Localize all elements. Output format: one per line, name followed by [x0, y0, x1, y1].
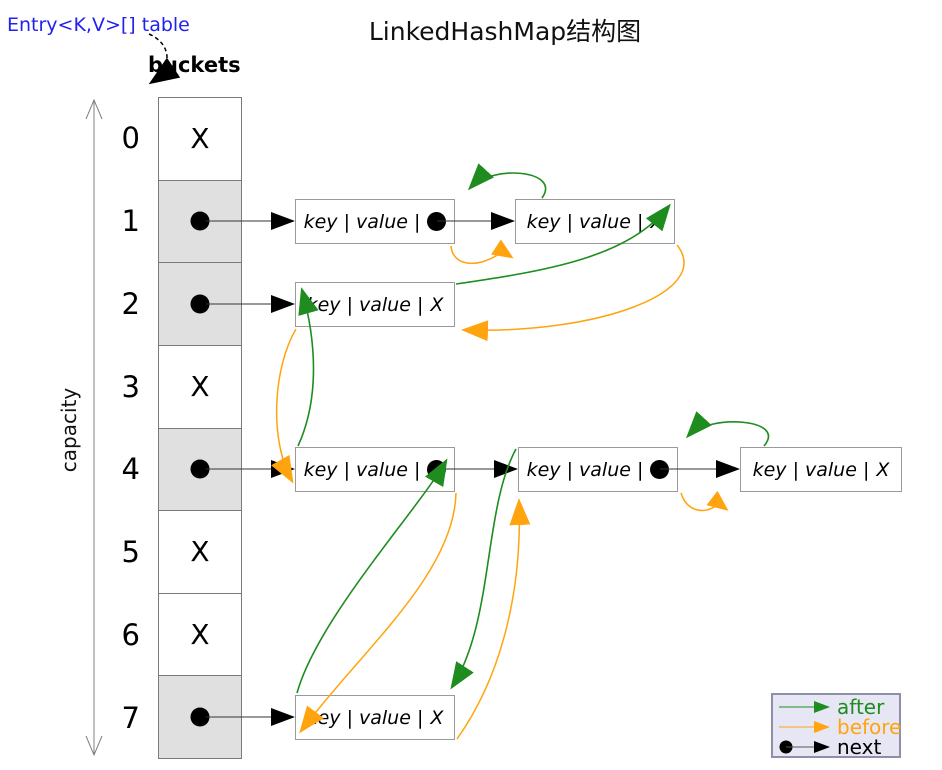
bucket-index-0: 0 — [121, 121, 140, 155]
bucket-cell-1 — [159, 180, 241, 264]
null-marker: X — [190, 370, 210, 404]
entry-node-e4c: key | value | X — [740, 447, 902, 492]
next-pointer-dot — [427, 460, 447, 479]
entry-node-e1a: key | value | — [295, 199, 455, 244]
entry-node-e4b: key | value | — [518, 447, 678, 492]
entry-label: key | value | — [526, 210, 644, 233]
before-link-e4b-to-e4c — [680, 492, 717, 512]
legend-row-after: after — [777, 697, 895, 717]
entry-label: key | value | — [752, 458, 870, 481]
bucket-index-1: 1 — [121, 204, 140, 238]
null-marker: X — [430, 293, 444, 316]
bucket-index-2: 2 — [121, 287, 140, 321]
after-link-e7-to-e4a — [296, 458, 448, 694]
diagram-title: LinkedHashMap结构图 — [368, 17, 642, 46]
legend-label-before: before — [837, 715, 902, 739]
after-link-e4b-to-e7 — [450, 448, 517, 690]
bucket-cell-4 — [159, 428, 241, 512]
null-marker: X — [190, 122, 210, 156]
entry-node-e7: key | value | X — [295, 695, 455, 740]
entry-label: key | value | — [526, 458, 644, 481]
bucket-cell-5: X — [159, 511, 241, 594]
entry-node-e1b: key | value | X — [515, 199, 675, 244]
null-marker: X — [190, 618, 210, 652]
entry-label: key | value | — [303, 458, 421, 481]
legend-label-next: next — [837, 735, 882, 759]
null-marker: X — [430, 706, 444, 729]
after-arrow-icon — [779, 701, 830, 713]
before-link-e1b-to-e2 — [461, 244, 685, 342]
legend: after before next — [771, 693, 901, 758]
buckets-label: buckets — [148, 53, 241, 77]
after-link-e4c-to-e4b — [685, 411, 770, 447]
capacity-arrowhead-bottom — [85, 735, 103, 757]
entry-label: key | value | — [303, 210, 421, 233]
entry-node-e4a: key | value | — [295, 447, 455, 492]
null-marker: X — [876, 458, 890, 481]
before-link-e2-to-e4a — [271, 328, 297, 484]
before-arrowhead-e4c — [706, 490, 729, 511]
bucket-cell-0: X — [159, 98, 241, 181]
capacity-arrowhead-top — [85, 98, 103, 120]
null-marker: X — [190, 535, 210, 569]
legend-row-next: next — [777, 737, 895, 757]
bucket-cell-6: X — [159, 593, 241, 677]
after-link-e1b-to-e1a — [467, 163, 547, 199]
next-pointer-dot — [650, 460, 670, 479]
bucket-array: X X X X — [158, 97, 242, 759]
entry-label: key | value | — [306, 293, 424, 316]
bucket-index-3: 3 — [121, 370, 140, 404]
null-marker: X — [650, 210, 664, 233]
entry-label: key | value | — [306, 706, 424, 729]
next-pointer-dot — [427, 212, 447, 231]
bucket-index-7: 7 — [121, 701, 140, 735]
entry-node-e2: key | value | X — [295, 282, 455, 327]
bucket-index-6: 6 — [121, 618, 140, 652]
bucket-cell-2 — [159, 263, 241, 346]
entry-table-label: Entry<K,V>[] table — [7, 14, 190, 36]
capacity-axis-label: capacity — [57, 387, 81, 473]
bucket-index-5: 5 — [121, 535, 140, 569]
next-arrow-icon — [779, 740, 830, 754]
before-arrow-icon — [779, 721, 830, 733]
legend-label-after: after — [837, 695, 885, 719]
before-link-e7-to-e4b — [456, 498, 531, 740]
bucket-cell-7 — [159, 676, 241, 758]
bucket-cell-3: X — [159, 345, 241, 429]
before-link-e1a-to-e1b — [450, 245, 500, 265]
bucket-index-4: 4 — [121, 452, 140, 486]
legend-row-before: before — [777, 717, 901, 737]
